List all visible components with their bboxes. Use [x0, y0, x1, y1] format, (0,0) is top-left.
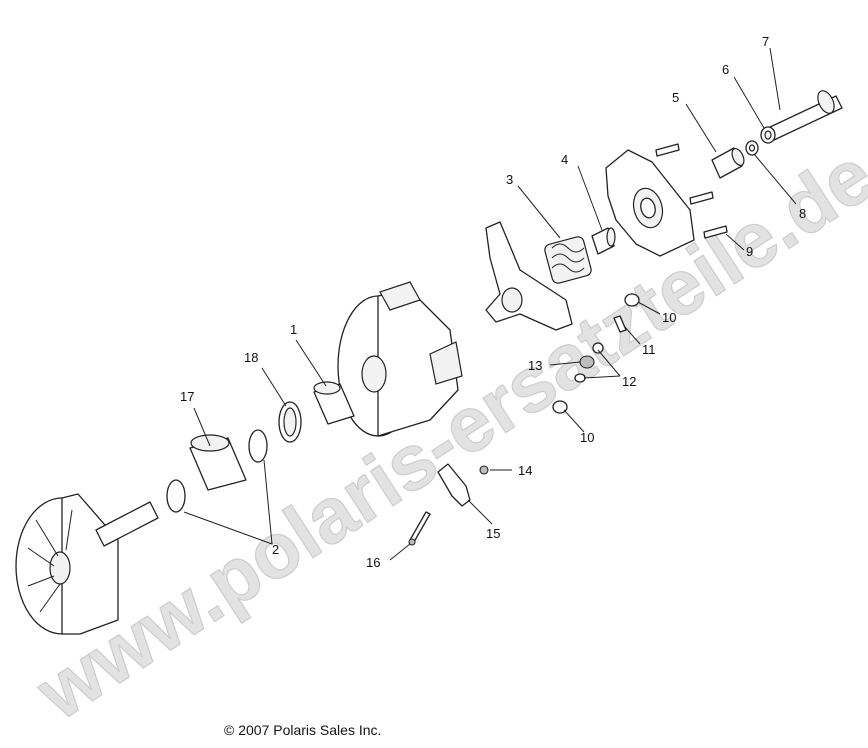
- callout-5: 5: [672, 90, 679, 105]
- callout-1: 1: [290, 322, 297, 337]
- callout-13: 13: [528, 358, 542, 373]
- spider-cover-plate: [605, 149, 695, 257]
- callout-16: 16: [366, 555, 380, 570]
- callout-11: 11: [642, 342, 656, 357]
- callout-labels: 1 2 3 4 5 6 7 8 9 10 11 12 13 10 14 15 1…: [180, 34, 806, 570]
- fixed-sheave-shaft: [15, 493, 159, 635]
- part-14-nut: [479, 465, 489, 475]
- part-13-nut: [579, 355, 595, 369]
- spider: [485, 221, 573, 331]
- leader-lines: [183, 47, 797, 561]
- callout-15: 15: [486, 526, 500, 541]
- copyright-notice: © 2007 Polaris Sales Inc.: [224, 722, 382, 738]
- callout-12: 12: [622, 374, 636, 389]
- part-16-pin: [408, 511, 431, 546]
- part-15-weight: [437, 463, 471, 507]
- part-2-o-rings: [166, 429, 268, 513]
- part-7-bolt: [767, 90, 843, 141]
- callout-10-upper: 10: [662, 310, 676, 325]
- callout-9: 9: [746, 244, 753, 259]
- part-3-spring: [544, 236, 592, 284]
- part-18-ring: [278, 401, 302, 443]
- part-11-pin: [613, 315, 627, 333]
- callout-4: 4: [561, 152, 568, 167]
- callout-14: 14: [518, 463, 532, 478]
- part-9-bolts: [655, 143, 728, 239]
- callout-10-lower: 10: [580, 430, 594, 445]
- part-12-washers: [574, 342, 604, 383]
- callout-17: 17: [180, 389, 194, 404]
- part-5-bushing: [711, 147, 745, 179]
- part-1-bushing: [313, 381, 355, 425]
- callout-18: 18: [244, 350, 258, 365]
- part-6-washer: [760, 126, 776, 144]
- moveable-sheave: [337, 281, 463, 437]
- part-10-roller-lower: [552, 400, 568, 414]
- callout-3: 3: [506, 172, 513, 187]
- callout-8: 8: [799, 206, 806, 221]
- callout-7: 7: [762, 34, 769, 49]
- callout-2: 2: [272, 542, 279, 557]
- part-17-sleeve: [189, 434, 247, 491]
- callout-6: 6: [722, 62, 729, 77]
- part-4-bushing: [591, 227, 616, 255]
- part-8-washer: [745, 140, 759, 156]
- part-10-roller-upper: [624, 293, 640, 307]
- watermark-text: www.polaris-ersatzteile.de: [20, 130, 868, 736]
